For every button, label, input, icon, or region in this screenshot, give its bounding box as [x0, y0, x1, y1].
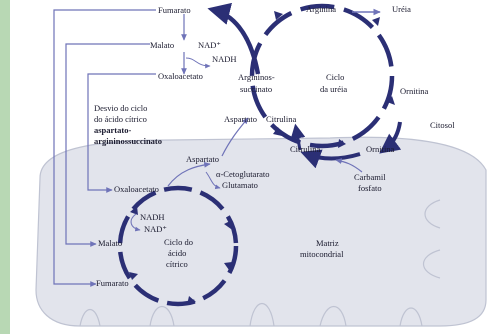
argininosuccinate-arc	[207, 2, 261, 75]
label-argininosuccinato-1: Argininos-	[238, 72, 275, 82]
mitochondrion-cristae	[79, 199, 441, 327]
left-edge-bar	[0, 0, 10, 334]
label-carbamil-1: Carbamil	[354, 172, 386, 182]
nadh-hook-mito	[130, 213, 141, 232]
label-matriz-1: Matriz	[316, 238, 339, 248]
label-malato-top: Malato	[150, 40, 174, 50]
glutamate-hook	[205, 171, 221, 190]
label-desvio-3: aspartato-	[94, 125, 131, 135]
nad-hook-top	[185, 57, 211, 69]
urea-cycle-circle	[249, 3, 395, 149]
label-ciclo-ureia-2: da uréia	[320, 84, 347, 94]
label-nadh-top: NADH	[212, 54, 237, 64]
label-desvio-1: Desvio do ciclo	[94, 103, 147, 113]
aspartate-to-urea-arrow	[221, 117, 249, 157]
label-arginina: Arginina	[306, 4, 336, 14]
label-carbamil-2: fosfato	[358, 183, 382, 193]
mitochondrion-body	[35, 136, 487, 327]
label-oxaloacetato-mito: Oxaloacetato	[114, 184, 159, 194]
label-nad-plus-top: NAD⁺	[198, 40, 221, 50]
label-malato-mito: Malato	[98, 238, 122, 248]
label-ornitina-inner: Ornitina	[366, 144, 395, 154]
label-ornitina-outer: Ornitina	[400, 86, 429, 96]
fumarate-shuttle-line	[53, 9, 156, 287]
label-citrulina-inner: Citrulina	[290, 144, 320, 154]
oxaloacetate-shuttle-line	[87, 73, 156, 193]
label-matriz-2: mitocondrial	[300, 249, 344, 259]
label-ciclo-acido-3: cítrico	[166, 259, 188, 269]
oxaloacetate-to-aspartate-arrow	[167, 161, 211, 187]
citrulline-transport-arrow	[290, 123, 306, 151]
label-desvio-4: argininossuccinato	[94, 136, 162, 146]
fumarate-release-arc	[195, 12, 214, 40]
label-argininosuccinato-2: succinato	[240, 84, 272, 94]
label-ciclo-acido-1: Ciclo do	[164, 237, 193, 247]
label-aspartato-top: Aspartato	[224, 114, 257, 124]
label-aspartato-mid: Aspartato	[186, 154, 219, 164]
ornithine-transport-arrow	[379, 121, 402, 154]
carbamoyl-phosphate-arrow	[335, 158, 363, 173]
label-fumarato-top: Fumarato	[158, 5, 191, 15]
label-nadh-mito: NADH	[140, 212, 165, 222]
label-nad-plus-mito: NAD⁺	[144, 224, 167, 234]
ornithine-to-citrulline-arrow	[300, 149, 361, 169]
label-alpha-cetoglutarato: α-Cetoglutarato	[216, 169, 270, 179]
citric-acid-cycle-circle	[117, 185, 239, 307]
label-desvio-2: do ácido cítrico	[94, 114, 147, 124]
label-ciclo-acido-2: ácido	[168, 248, 186, 258]
label-citosol: Citosol	[430, 120, 455, 130]
label-ureia: Uréia	[392, 4, 411, 14]
label-ciclo-ureia-1: Ciclo	[326, 72, 344, 82]
label-oxaloacetato-top: Oxaloacetato	[158, 71, 203, 81]
label-fumarato-mito: Fumarato	[96, 278, 129, 288]
malate-shuttle-line	[65, 43, 150, 247]
label-citrulina-top: Citrulina	[266, 114, 296, 124]
label-glutamato: Glutamato	[222, 180, 258, 190]
